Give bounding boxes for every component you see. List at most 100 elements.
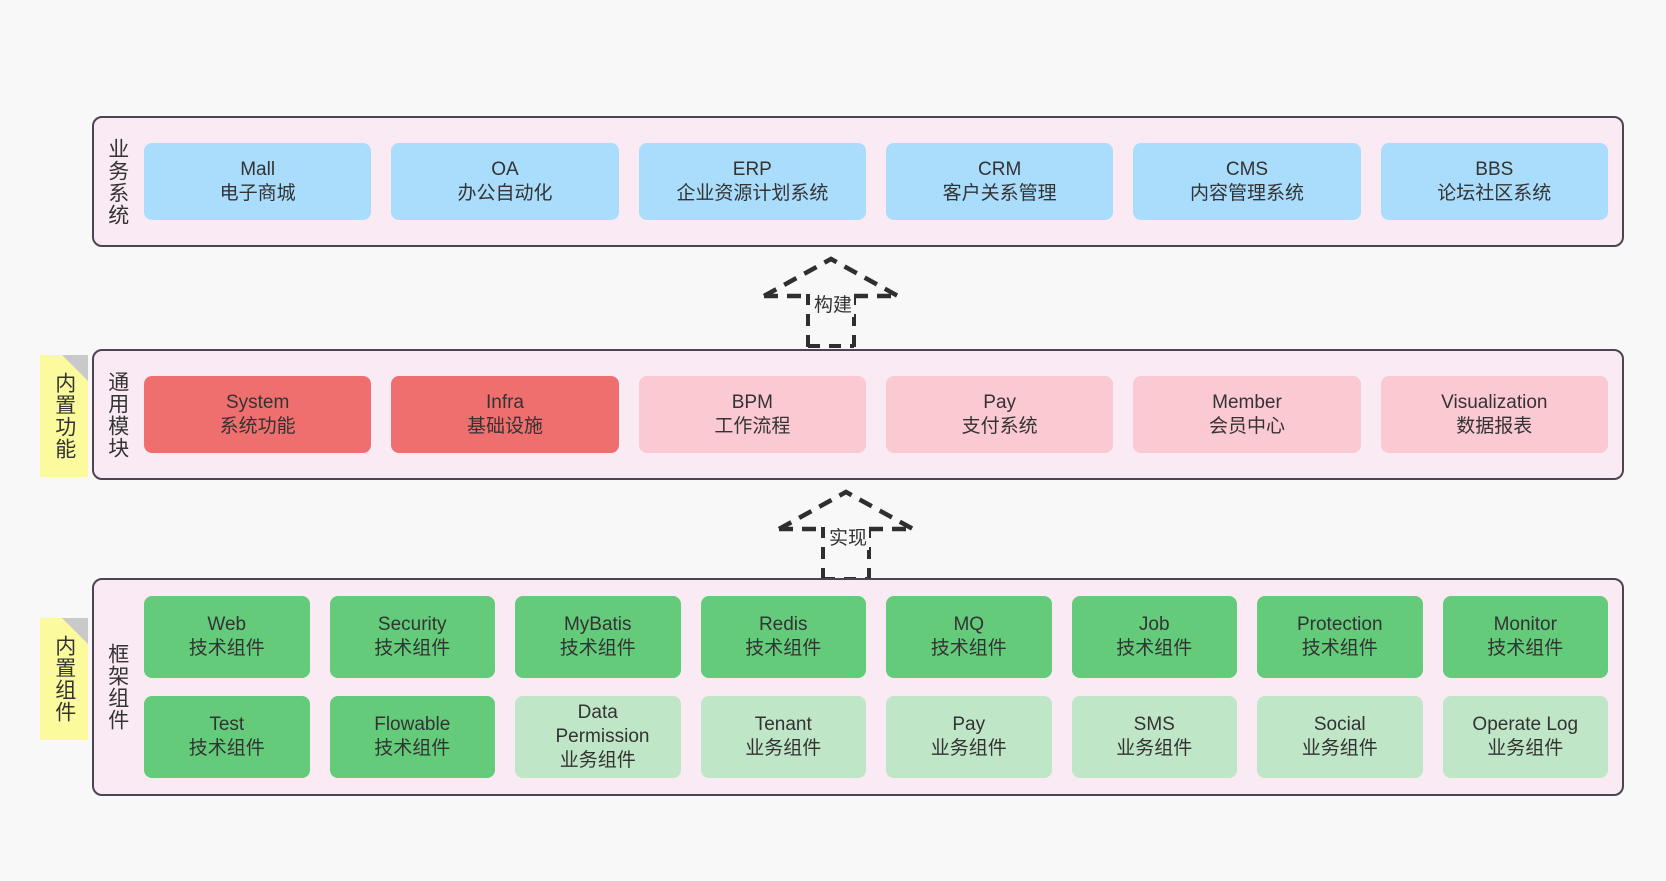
node-subtitle: 业务组件: [559, 749, 636, 771]
node-title: OA: [491, 158, 519, 180]
node-subtitle: 基础设施: [466, 415, 543, 437]
node-cms[interactable]: CMS 内容管理系统: [1133, 143, 1361, 220]
layer-label-business-system: 业务系统: [105, 137, 129, 226]
node-pay-module[interactable]: Pay 支付系统: [885, 376, 1114, 453]
node-subtitle: 工作流程: [714, 415, 791, 437]
node-subtitle: 支付系统: [961, 415, 1038, 437]
node-redis[interactable]: Redis 技术组件: [700, 596, 866, 678]
node-title: Visualization: [1441, 391, 1548, 413]
note-label: 内置功能: [52, 372, 76, 460]
node-title: Web: [207, 614, 247, 636]
note-label: 内置组件: [52, 635, 76, 723]
node-subtitle: 技术组件: [745, 638, 822, 659]
node-pay-component[interactable]: Pay 业务组件: [886, 696, 1052, 778]
node-subtitle: 技术组件: [374, 738, 451, 759]
note-fold-corner-icon: [62, 355, 88, 381]
node-title: MyBatis: [563, 614, 632, 636]
node-flowable[interactable]: Flowable 技术组件: [329, 696, 495, 778]
node-subtitle: 技术组件: [188, 638, 265, 659]
node-job[interactable]: Job 技术组件: [1071, 596, 1237, 678]
node-subtitle: 业务组件: [1487, 738, 1564, 759]
node-subtitle: 技术组件: [1487, 638, 1564, 659]
node-subtitle: 数据报表: [1456, 415, 1533, 437]
node-infra[interactable]: Infra 基础设施: [391, 376, 619, 453]
layer-body-framework-component: Web 技术组件 Security 技术组件 MyBatis 技术组件 Redi…: [140, 580, 1622, 794]
implement-arrow-icon: [777, 489, 915, 581]
node-test[interactable]: Test 技术组件: [144, 696, 310, 778]
node-subtitle: 电子商城: [219, 182, 296, 204]
node-monitor[interactable]: Monitor 技术组件: [1442, 596, 1608, 678]
node-title: Infra: [485, 391, 524, 413]
note-builtin-component: 内置组件: [40, 618, 88, 740]
node-subtitle: 业务组件: [1301, 738, 1378, 759]
node-title: Mall: [240, 158, 276, 180]
node-mybatis[interactable]: MyBatis 技术组件: [515, 596, 681, 678]
node-title: SMS: [1133, 714, 1175, 736]
node-operate-log[interactable]: Operate Log 业务组件: [1442, 696, 1608, 778]
node-subtitle: 系统功能: [219, 415, 296, 437]
node-bbs[interactable]: BBS 论坛社区系统: [1380, 143, 1608, 220]
layer-body-common-module: System 系统功能 Infra 基础设施 BPM 工作流程 Pay 支付系统…: [140, 351, 1622, 478]
node-visualization[interactable]: Visualization 数据报表: [1380, 376, 1608, 453]
node-subtitle: 技术组件: [374, 638, 451, 659]
node-erp[interactable]: ERP 企业资源计划系统: [638, 143, 866, 220]
node-subtitle: 业务组件: [1116, 738, 1193, 759]
note-fold-corner-icon: [62, 618, 88, 644]
node-title: CMS: [1225, 158, 1269, 180]
layer-framework-component: 框架组件 Web 技术组件 Security 技术组件 MyBatis 技术组件…: [92, 578, 1624, 796]
node-data-permission[interactable]: Data Permission 业务组件: [515, 696, 681, 778]
node-mq[interactable]: MQ 技术组件: [886, 596, 1052, 678]
node-mall[interactable]: Mall 电子商城: [144, 143, 372, 220]
node-title: Protection: [1296, 614, 1383, 636]
node-row: Web 技术组件 Security 技术组件 MyBatis 技术组件 Redi…: [144, 596, 1608, 678]
layer-body-business-system: Mall 电子商城 OA 办公自动化 ERP 企业资源计划系统 CRM 客户关系…: [140, 118, 1622, 245]
node-subtitle: 技术组件: [188, 738, 265, 759]
node-subtitle: 内容管理系统: [1189, 182, 1304, 204]
node-title: Social: [1313, 714, 1366, 736]
node-title: Job: [1138, 614, 1170, 636]
node-protection[interactable]: Protection 技术组件: [1257, 596, 1423, 678]
node-title: Data Permission: [555, 702, 650, 748]
node-sms[interactable]: SMS 业务组件: [1071, 696, 1237, 778]
node-subtitle: 会员中心: [1208, 415, 1285, 437]
node-bpm[interactable]: BPM 工作流程: [638, 376, 866, 453]
layer-common-module: 通用模块 System 系统功能 Infra 基础设施 BPM 工作流程 Pay…: [92, 349, 1624, 480]
node-social[interactable]: Social 业务组件: [1257, 696, 1423, 778]
node-title: Operate Log: [1472, 714, 1579, 736]
node-title: Member: [1212, 391, 1282, 413]
node-title: Monitor: [1493, 614, 1557, 636]
node-title: Flowable: [374, 714, 451, 736]
node-title: CRM: [978, 158, 1022, 180]
node-subtitle: 客户关系管理: [942, 182, 1057, 204]
node-web[interactable]: Web 技术组件: [144, 596, 310, 678]
node-title: ERP: [732, 158, 772, 180]
note-builtin-function: 内置功能: [40, 355, 88, 477]
layer-label-common-module: 通用模块: [105, 370, 129, 459]
node-subtitle: 技术组件: [930, 638, 1007, 659]
node-subtitle: 业务组件: [930, 738, 1007, 759]
node-title: BBS: [1475, 158, 1514, 180]
node-title: MQ: [953, 614, 985, 636]
node-member[interactable]: Member 会员中心: [1133, 376, 1361, 453]
node-subtitle: 论坛社区系统: [1437, 182, 1552, 204]
node-subtitle: 技术组件: [1301, 638, 1378, 659]
node-crm[interactable]: CRM 客户关系管理: [885, 143, 1114, 220]
layer-label-framework-component: 框架组件: [105, 643, 129, 731]
connector-build: 构建: [756, 256, 906, 348]
node-security[interactable]: Security 技术组件: [329, 596, 495, 678]
connector-label-implement: 实现: [827, 523, 870, 550]
node-oa[interactable]: OA 办公自动化: [391, 143, 619, 220]
node-title: Security: [377, 614, 447, 636]
node-title: Pay: [983, 391, 1017, 413]
connector-implement: 实现: [771, 489, 921, 581]
connector-label-build: 构建: [812, 290, 855, 317]
node-title: BPM: [731, 391, 773, 413]
layer-business-system: 业务系统 Mall 电子商城 OA 办公自动化 ERP 企业资源计划系统 CRM…: [92, 116, 1624, 247]
node-subtitle: 企业资源计划系统: [676, 182, 829, 204]
node-row: Test 技术组件 Flowable 技术组件 Data Permission …: [144, 696, 1608, 778]
node-subtitle: 技术组件: [1116, 638, 1193, 659]
node-system[interactable]: System 系统功能: [144, 376, 372, 453]
node-tenant[interactable]: Tenant 业务组件: [700, 696, 866, 778]
node-subtitle: 办公自动化: [457, 182, 553, 204]
